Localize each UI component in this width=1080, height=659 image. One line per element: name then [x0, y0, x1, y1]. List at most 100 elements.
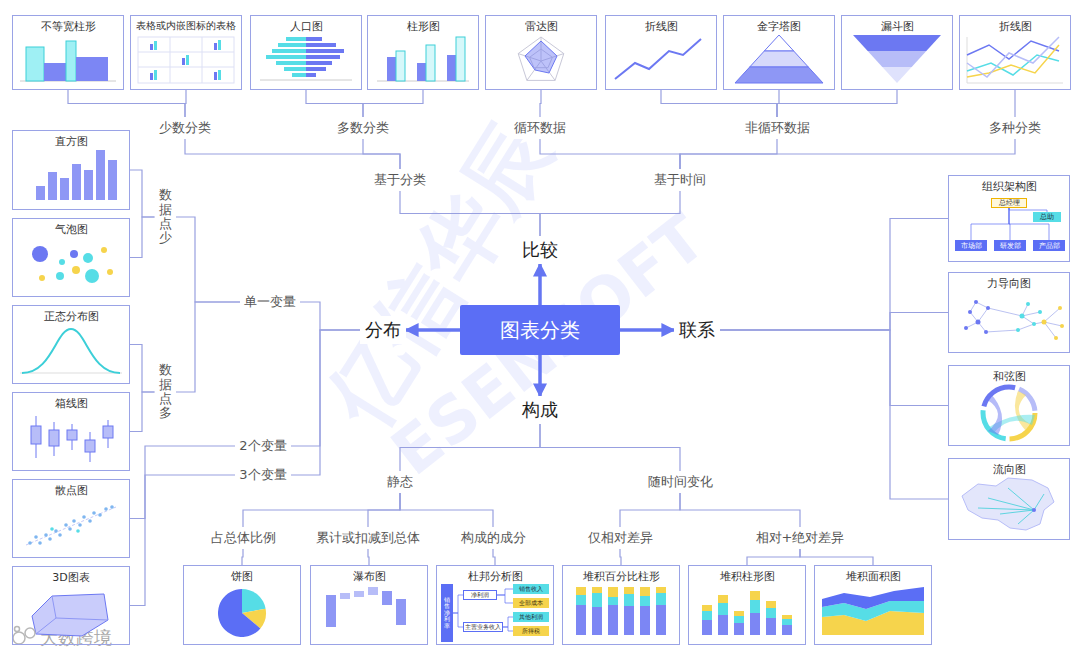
- line-chart: [615, 39, 701, 79]
- node-text: 瀑布图: [353, 569, 386, 584]
- org-box: 研发部: [994, 240, 1026, 251]
- category-label: 数据点少: [155, 185, 176, 249]
- 3d-surface: [32, 594, 108, 636]
- pie: [218, 589, 266, 637]
- org-box: 总助: [1033, 212, 1061, 222]
- connector: [130, 345, 155, 393]
- connector: [185, 139, 400, 169]
- table-icons: [138, 37, 234, 83]
- connector: [363, 90, 423, 117]
- connector: [720, 330, 948, 406]
- connector: [503, 627, 513, 631]
- node-text: 基于时间: [654, 171, 706, 189]
- node-text: 市场部: [961, 241, 982, 251]
- category-label: 少数分类: [155, 117, 215, 139]
- dupont-box: 其他利润: [513, 612, 549, 622]
- connector: [540, 90, 541, 117]
- node-text: 构成的成分: [461, 529, 526, 547]
- connector: [540, 139, 680, 169]
- waterfall: [326, 587, 406, 627]
- force-graph: [964, 300, 1064, 340]
- connector: [400, 424, 540, 471]
- category-label: 2个变量: [235, 435, 291, 457]
- branch-label: 构成: [517, 396, 563, 424]
- chart-card: 表格或内嵌图标的表格: [130, 15, 242, 90]
- connector: [291, 330, 360, 446]
- flow-map: [962, 478, 1054, 530]
- chart-card: 杜邦分析图销售净利率净利润主营业务收入销售收入全部成本其他利润所得税: [436, 565, 554, 645]
- node-text: 销售收入: [519, 585, 543, 594]
- node-text: 联系: [679, 318, 715, 342]
- node-text: 堆积百分比柱形: [583, 569, 660, 584]
- arrow: [538, 355, 542, 396]
- node-text: 产品部: [1039, 241, 1060, 251]
- connector: [720, 219, 948, 331]
- category-label: 多数分类: [333, 117, 393, 139]
- connector: [540, 424, 680, 471]
- node-text: 累计或扣减到总体: [316, 529, 420, 547]
- chart-card: 箱线图: [12, 392, 130, 471]
- node-text: 循环数据: [514, 119, 566, 137]
- connector: [130, 392, 155, 432]
- connector: [1014, 90, 1015, 117]
- node-text: 堆积柱形图: [720, 569, 775, 584]
- node-text: 柱形图: [407, 19, 440, 34]
- node-text: 金字塔图: [757, 19, 801, 34]
- dupont-box: 销售收入: [513, 584, 549, 594]
- node-text: 少数分类: [159, 119, 211, 137]
- connector: [680, 139, 1015, 169]
- category-label: 占总体比例: [207, 527, 280, 549]
- connector: [400, 493, 493, 527]
- node-text: 不等宽柱形: [41, 19, 96, 34]
- connector: [777, 90, 897, 117]
- branch-label: 联系: [674, 316, 720, 344]
- multi-line-chart: [967, 37, 1063, 83]
- connector: [493, 549, 495, 565]
- connector: [306, 90, 363, 117]
- connector: [185, 90, 186, 117]
- node-text: 多数分类: [337, 119, 389, 137]
- connector: [130, 217, 155, 258]
- connector: [400, 191, 540, 236]
- category-label: 数据点多: [155, 360, 176, 424]
- node-text: 箱线图: [55, 396, 88, 411]
- category-label: 单一变量: [240, 291, 300, 313]
- chart-card: 金字塔图: [723, 15, 835, 90]
- connector: [503, 617, 513, 627]
- radar: [518, 37, 564, 80]
- node-text: 杜邦分析图: [468, 569, 523, 584]
- chart-card: 不等宽柱形: [12, 15, 124, 90]
- connector: [300, 302, 360, 330]
- connector: [620, 493, 680, 527]
- unequal-bars: [20, 41, 116, 81]
- connector: [720, 313, 948, 331]
- node-text: 流向图: [993, 462, 1026, 477]
- connector: [242, 549, 243, 565]
- node-text: 3个变量: [239, 466, 286, 484]
- dupont-box: 全部成本: [513, 598, 549, 608]
- pyramid: [735, 35, 823, 83]
- connector: [800, 549, 873, 565]
- chart-card: 正态分布图: [12, 305, 130, 384]
- node-text: 静态: [387, 473, 413, 491]
- node-text: 随时间变化: [648, 473, 713, 491]
- chart-card: 瀑布图: [310, 565, 428, 645]
- node-text: 气泡图: [55, 222, 88, 237]
- stacked-area: [822, 587, 924, 635]
- histogram: [36, 150, 117, 200]
- category-label: 静态: [383, 471, 417, 493]
- node-text: 雷达图: [525, 19, 558, 34]
- node-text: 和弦图: [993, 369, 1026, 384]
- org-box: 市场部: [955, 240, 987, 251]
- chart-card: 柱形图: [367, 15, 479, 90]
- category-label: 基于时间: [650, 169, 710, 191]
- connector: [453, 613, 463, 627]
- chart-card: 组织架构图总经理总助市场部研发部产品部: [948, 175, 1070, 262]
- stacked-percent-bars: [576, 587, 666, 635]
- connector: [497, 589, 513, 595]
- connector: [176, 302, 241, 392]
- node-text: 单一变量: [244, 293, 296, 311]
- connector: [680, 493, 800, 527]
- chart-card: 流向图: [948, 458, 1070, 540]
- org-box: 总经理: [991, 198, 1027, 208]
